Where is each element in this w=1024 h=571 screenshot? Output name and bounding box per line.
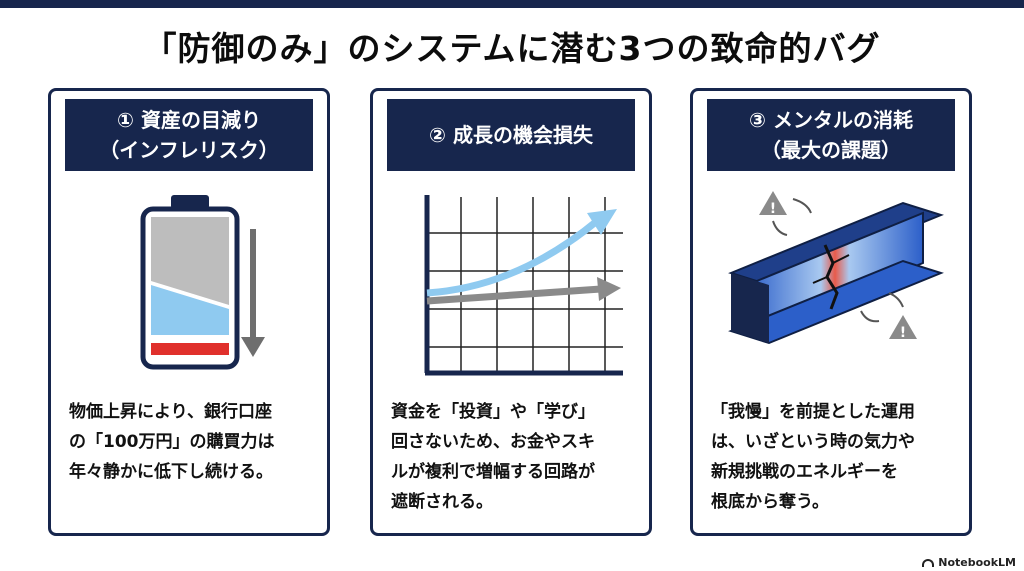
warning-icon: !: [889, 315, 917, 341]
growth-gap-chart: [387, 189, 635, 389]
brand-label: NotebookLM: [938, 556, 1016, 569]
card-body: 資金を「投資」や「学び」 回さないため、お金やスキ ルが複利で増幅する回路が 遮…: [391, 402, 595, 512]
card-heading: ③ メンタルの消耗 （最大の課題）: [707, 99, 955, 171]
top-accent-bar: [0, 0, 1024, 8]
card-lost-growth: ② 成長の機会損失 資金を「投資」や「学び」 回さないため、お金やスキ ルが複利…: [370, 88, 652, 536]
card-body: 物価上昇により、銀行口座 の「100万円」の購買力は 年々静かに低下し続ける。: [69, 402, 275, 482]
page-title: 「防御のみ」のシステムに潜む3つの致命的バグ: [143, 29, 881, 68]
card-asset-depreciation: ① 資産の目減り （インフレリスク） 物価上昇により、銀行口座 の「100万円」…: [48, 88, 330, 536]
card-heading: ② 成長の機会損失: [387, 99, 635, 171]
card-body: 「我慢」を前提とした運用 は、いざという時の気力や 新規挑戦のエネルギーを 根底…: [711, 402, 915, 512]
svg-text:!: !: [900, 325, 906, 341]
svg-text:!: !: [770, 201, 776, 217]
warning-icon: !: [759, 191, 787, 217]
cracked-steel-beam: ! !: [707, 189, 955, 389]
notebooklm-logo-icon: [922, 558, 935, 567]
card-mental-exhaustion: ③ メンタルの消耗 （最大の課題） !: [690, 88, 972, 536]
battery-draining-icon: [65, 189, 313, 389]
card-heading: ① 資産の目減り （インフレリスク）: [65, 99, 313, 171]
brand-badge: NotebookLM: [922, 556, 1016, 569]
